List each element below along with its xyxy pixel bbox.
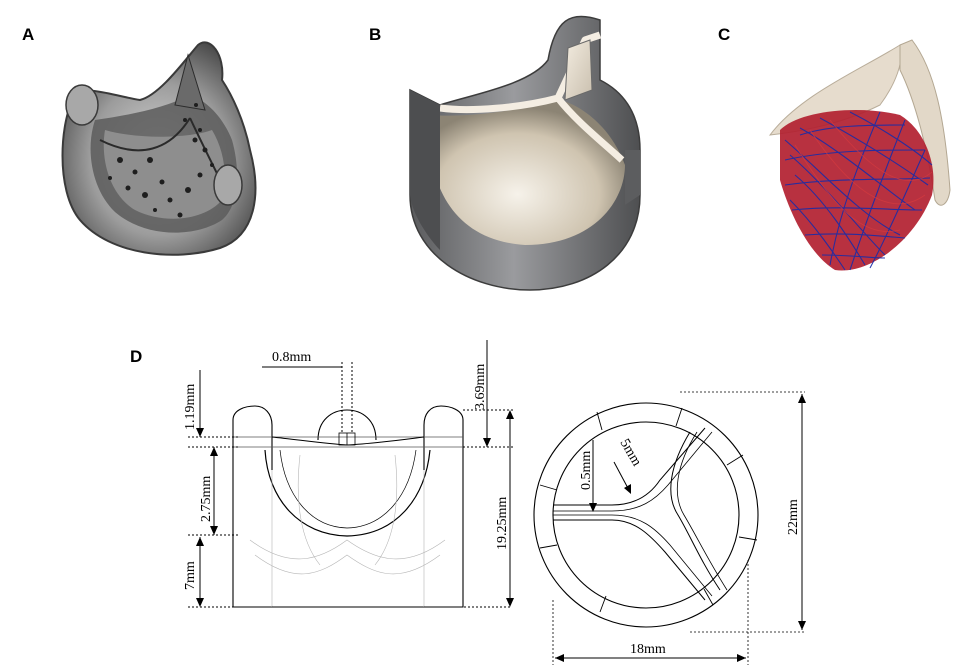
dim-base: 7mm bbox=[183, 561, 198, 590]
dim-outer-diameter: 22mm bbox=[786, 499, 801, 535]
dim-leaflet-thickness: 0.5mm bbox=[579, 451, 594, 490]
panel-d-side-view bbox=[232, 405, 464, 608]
dim-inner-diameter: 18mm bbox=[630, 642, 666, 657]
dim-top-band: 1.19mm bbox=[183, 384, 198, 430]
panel-d-top-view bbox=[533, 391, 805, 665]
panel-label-a: A bbox=[22, 25, 35, 44]
panel-c-fiber-leaflet bbox=[768, 39, 951, 271]
dim-sinus: 2.75mm bbox=[199, 476, 214, 522]
panel-label-b: B bbox=[369, 25, 382, 44]
panel-d-top-arrowheads bbox=[555, 394, 806, 662]
panel-a-tissue-valve bbox=[61, 41, 257, 256]
dim-post-tip: 3.69mm bbox=[473, 364, 488, 410]
fiber-lines bbox=[784, 111, 933, 271]
panel-label-c: C bbox=[718, 25, 731, 44]
panel-d-dimension-lines bbox=[188, 340, 515, 608]
panel-b-3d-stent-model bbox=[409, 15, 641, 291]
panel-label-d: D bbox=[130, 347, 143, 366]
dim-gap: 0.8mm bbox=[272, 350, 311, 365]
dim-fillet-radius: 5mm bbox=[617, 437, 644, 470]
panel-d-arrowheads bbox=[196, 410, 514, 607]
dim-total-height: 19.25mm bbox=[495, 497, 510, 550]
